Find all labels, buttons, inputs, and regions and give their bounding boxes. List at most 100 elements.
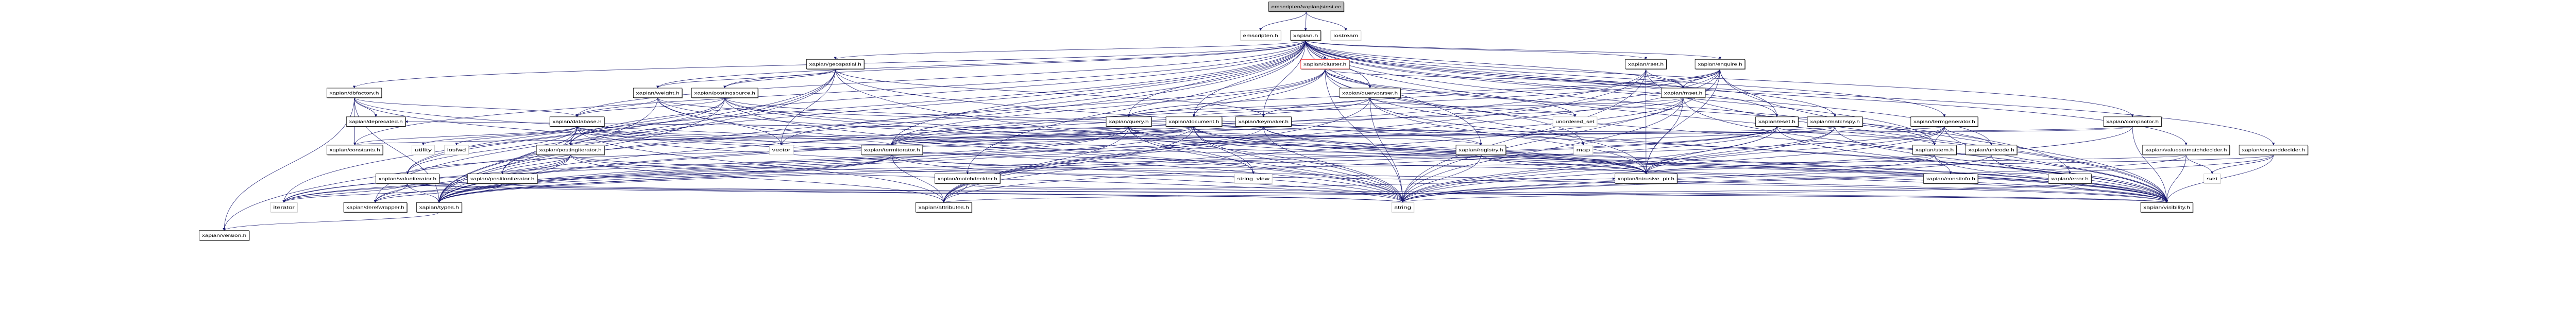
node-xapian-query-h[interactable]: xapian/query.h — [1106, 116, 1152, 127]
edge-xapian-termgenerator-h-to-string — [1401, 126, 1945, 203]
node-xapian-database-h[interactable]: xapian/database.h — [549, 116, 605, 127]
node-xapian-dbfactory-h[interactable]: xapian/dbfactory.h — [327, 88, 382, 98]
edge-xapian-eset-h-to-xapian-stem-h — [1776, 126, 1936, 146]
node-xapian-h[interactable]: xapian.h — [1290, 30, 1321, 41]
node-emscripten-h: emscripten.h — [1240, 30, 1282, 41]
node-xapian-weight-h[interactable]: xapian/weight.h — [633, 88, 683, 98]
edge-xapian-eset-h-to-xapian-intrusive-ptr-h — [1645, 126, 1777, 175]
node-box — [691, 88, 758, 98]
edge-xapian-document-h-to-xapian-valueiterator-h — [406, 126, 1194, 175]
node-unordered-set: unordered_set — [1552, 116, 1598, 127]
edge-xapian-geospatial-h-to-xapian-types-h — [437, 68, 836, 203]
node-xapian-attributes-h[interactable]: xapian/attributes.h — [916, 202, 973, 213]
node-emscripten-xapianjstest-cc[interactable]: emscripten/xapianjstest.cc — [1268, 2, 1345, 12]
node-xapian-error-h[interactable]: xapian/error.h — [2048, 174, 2092, 184]
node-xapian-visibility-h[interactable]: xapian/visibility.h — [2140, 202, 2194, 213]
node-xapian-enquire-h[interactable]: xapian/enquire.h — [1694, 59, 1745, 70]
edge-xapian-h-to-xapian-postingsource-h — [723, 40, 1306, 89]
edge-xapian-matchspy-h-to-xapian-termiterator-h — [891, 126, 1835, 146]
node-xapian-mset-h[interactable]: xapian/mset.h — [1661, 88, 1706, 98]
node-label: utility — [415, 148, 433, 152]
node-xapian-compactor-h[interactable]: xapian/compactor.h — [2103, 116, 2162, 127]
node-label: iosfwd — [447, 148, 466, 152]
node-box — [549, 116, 605, 127]
node-xapian-termgenerator-h[interactable]: xapian/termgenerator.h — [1910, 116, 1979, 127]
node-box — [1694, 59, 1745, 70]
node-xapian-matchspy-h[interactable]: xapian/matchspy.h — [1807, 116, 1863, 127]
node-xapian-geospatial-h[interactable]: xapian/geospatial.h — [806, 59, 865, 70]
nodes-layer: emscripten/xapianjstest.cc emscripten.h xa… — [199, 2, 2309, 241]
node-xapian-valueiterator-h[interactable]: xapian/valueiterator.h — [376, 174, 440, 184]
edge-xapian-postingsource-h-to-xapian-database-h — [575, 97, 725, 117]
edge-xapian-geospatial-h-to-xapian-weight-h — [656, 68, 836, 89]
edge-xapian-error-h-to-string — [1401, 183, 2070, 203]
node-label: xapian/database.h — [552, 119, 602, 124]
node-xapian-version-h[interactable]: xapian/version.h — [199, 230, 250, 241]
node-xapian-registry-h[interactable]: xapian/registry.h — [1455, 145, 1506, 156]
node-label: xapian/postingiterator.h — [539, 148, 602, 152]
node-label: xapian/document.h — [1168, 119, 1219, 124]
edge-xapian-cluster-h-to-vector — [779, 68, 1326, 146]
edge-xapian-query-h-to-iterator — [282, 126, 1129, 203]
node-xapian-constants-h[interactable]: xapian/constants.h — [327, 145, 384, 156]
edge-xapian-enquire-h-to-xapian-keymaker-h — [1262, 68, 1720, 117]
node-box — [1625, 59, 1667, 70]
node-label: xapian/derefwrapper.h — [346, 205, 404, 210]
node-xapian-valuesetmatchdecider-h[interactable]: xapian/valuesetmatchdecider.h — [2142, 145, 2230, 156]
node-label: xapian/types.h — [419, 205, 460, 210]
node-box — [1330, 30, 1361, 41]
node-xapian-deprecated-h[interactable]: xapian/deprecated.h — [346, 116, 406, 127]
node-set: set — [2204, 174, 2221, 184]
edge-xapian-h-to-xapian-postingiterator-h — [569, 40, 1306, 146]
node-label: xapian/dbfactory.h — [330, 91, 380, 95]
node-xapian-postingiterator-h[interactable]: xapian/postingiterator.h — [536, 145, 605, 156]
node-box — [1106, 116, 1152, 127]
node-xapian-intrusive-ptr-h[interactable]: xapian/intrusive_ptr.h — [1615, 174, 1678, 184]
edge-xapian-h-to-xapian-weight-h — [656, 40, 1306, 89]
node-label: xapian/attributes.h — [919, 205, 970, 210]
edge-xapian-database-h-to-xapian-attributes-h — [577, 126, 945, 203]
node-xapian-postingsource-h[interactable]: xapian/postingsource.h — [691, 88, 759, 98]
node-xapian-queryparser-h[interactable]: xapian/queryparser.h — [1339, 88, 1401, 98]
node-label: xapian/constants.h — [330, 148, 381, 152]
node-xapian-stem-h[interactable]: xapian/stem.h — [1912, 145, 1957, 156]
node-box — [444, 145, 469, 155]
node-box — [861, 145, 923, 155]
node-xapian-types-h[interactable]: xapian/types.h — [416, 202, 463, 213]
node-xapian-keymaker-h[interactable]: xapian/keymaker.h — [1235, 116, 1292, 127]
node-xapian-eset-h[interactable]: xapian/eset.h — [1755, 116, 1799, 127]
node-label: map — [1577, 148, 1591, 152]
node-xapian-derefwrapper-h[interactable]: xapian/derefwrapper.h — [343, 202, 408, 213]
edge-xapian-postingsource-h-to-map — [724, 97, 1585, 146]
node-xapian-cluster-h[interactable]: xapian/cluster.h — [1300, 59, 1350, 70]
edge-xapian-cluster-h-to-string — [1325, 68, 1404, 203]
edge-xapian-h-to-xapian-eset-h — [1305, 40, 1778, 117]
edge-xapian-postingsource-h-to-string — [724, 97, 1404, 203]
node-xapian-rset-h[interactable]: xapian/rset.h — [1625, 59, 1667, 70]
node-label: xapian/error.h — [2051, 177, 2089, 181]
node-label: iterator — [273, 205, 295, 210]
edge-xapian-h-to-xapian-rset-h — [1305, 40, 1648, 60]
edge-xapian-h-to-xapian-expanddecider-h — [1305, 40, 2275, 146]
edge-xapian-valueiterator-h-to-xapian-visibility-h — [407, 183, 2168, 203]
edge-xapian-stem-h-to-xapian-constinfo-h — [1934, 154, 1952, 175]
edges-layer — [223, 11, 2275, 231]
edge-xapian-valuesetmatchdecider-h-to-string — [1401, 154, 2187, 203]
edge-xapian-geospatial-h-to-xapian-keymaker-h — [835, 68, 1265, 117]
node-xapian-matchdecider-h[interactable]: xapian/matchdecider.h — [935, 174, 1001, 184]
node-xapian-expanddecider-h[interactable]: xapian/expanddecider.h — [2239, 145, 2309, 156]
node-label: vector — [772, 148, 791, 152]
node-xapian-constinfo-h[interactable]: xapian/constinfo.h — [1923, 174, 1979, 184]
node-xapian-termiterator-h[interactable]: xapian/termiterator.h — [861, 145, 923, 156]
node-xapian-positioniterator-h[interactable]: xapian/positioniterator.h — [467, 174, 538, 184]
node-box — [1965, 145, 2018, 155]
edge-xapian-geospatial-h-to-xapian-postingsource-h — [723, 68, 836, 89]
node-box — [1300, 59, 1349, 70]
node-label: xapian/geospatial.h — [809, 62, 862, 67]
node-xapian-unicode-h[interactable]: xapian/unicode.h — [1965, 145, 2018, 156]
node-xapian-document-h[interactable]: xapian/document.h — [1165, 116, 1223, 127]
edge-xapian-rset-h-to-string — [1401, 68, 1646, 203]
edge-xapian-dbfactory-h-to-xapian-database-h — [354, 97, 579, 117]
edge-xapian-database-h-to-xapian-termiterator-h — [577, 126, 893, 146]
node-label: xapian/termgenerator.h — [1913, 119, 1975, 124]
